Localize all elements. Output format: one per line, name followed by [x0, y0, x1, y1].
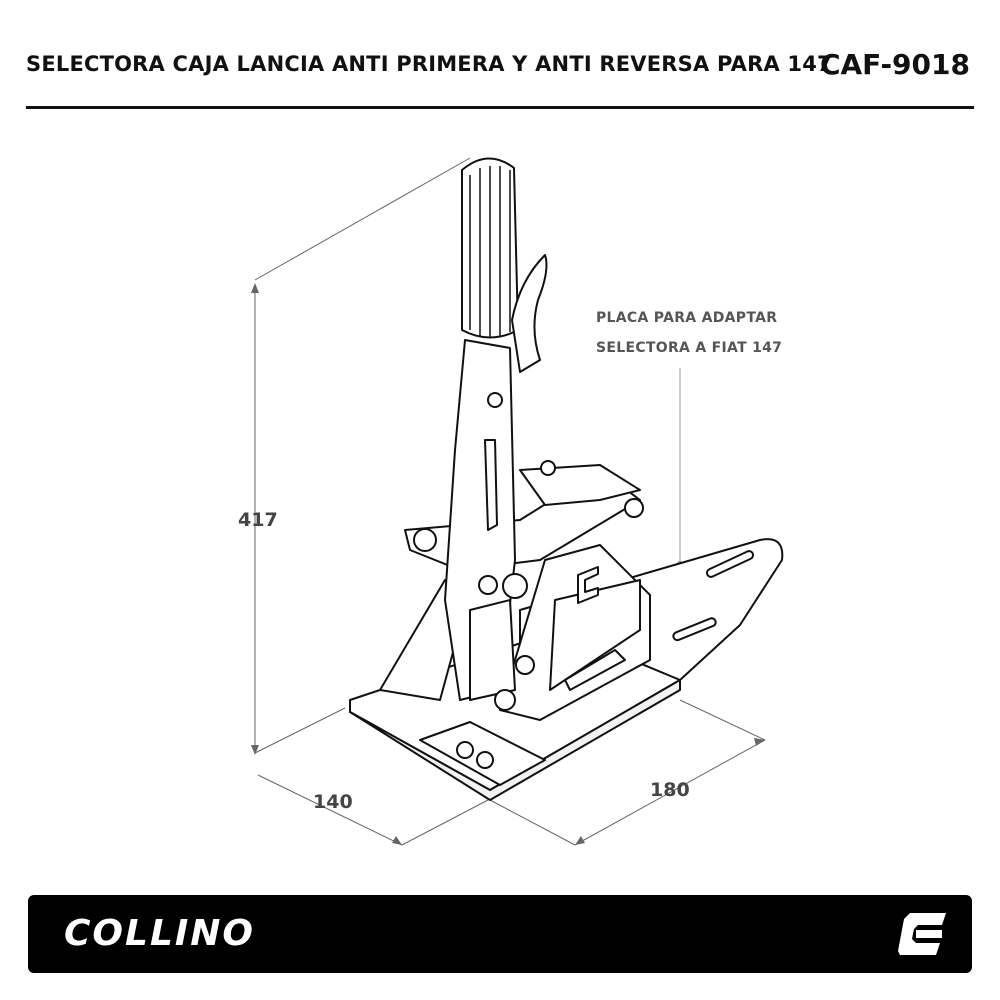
dimension-arrows: [251, 283, 765, 845]
callout-line-2: SELECTORA A FIAT 147: [596, 340, 782, 356]
dimension-height: 417: [238, 509, 278, 531]
page-title: SELECTORA CAJA LANCIA ANTI PRIMERA Y ANT…: [26, 52, 832, 76]
dimension-depth: 140: [313, 791, 353, 813]
dimension-lines: [254, 157, 766, 846]
collino-c-icon: [898, 913, 946, 955]
product-code: CAF-9018: [819, 48, 970, 81]
gear-selector-illustration: [349, 157, 784, 801]
footer-banner: COLLINO: [28, 895, 972, 973]
callout-line-1: PLACA PARA ADAPTAR: [596, 310, 777, 326]
dimension-width: 180: [650, 779, 690, 801]
header-divider: [26, 106, 974, 109]
brand-logo: COLLINO: [64, 913, 256, 954]
